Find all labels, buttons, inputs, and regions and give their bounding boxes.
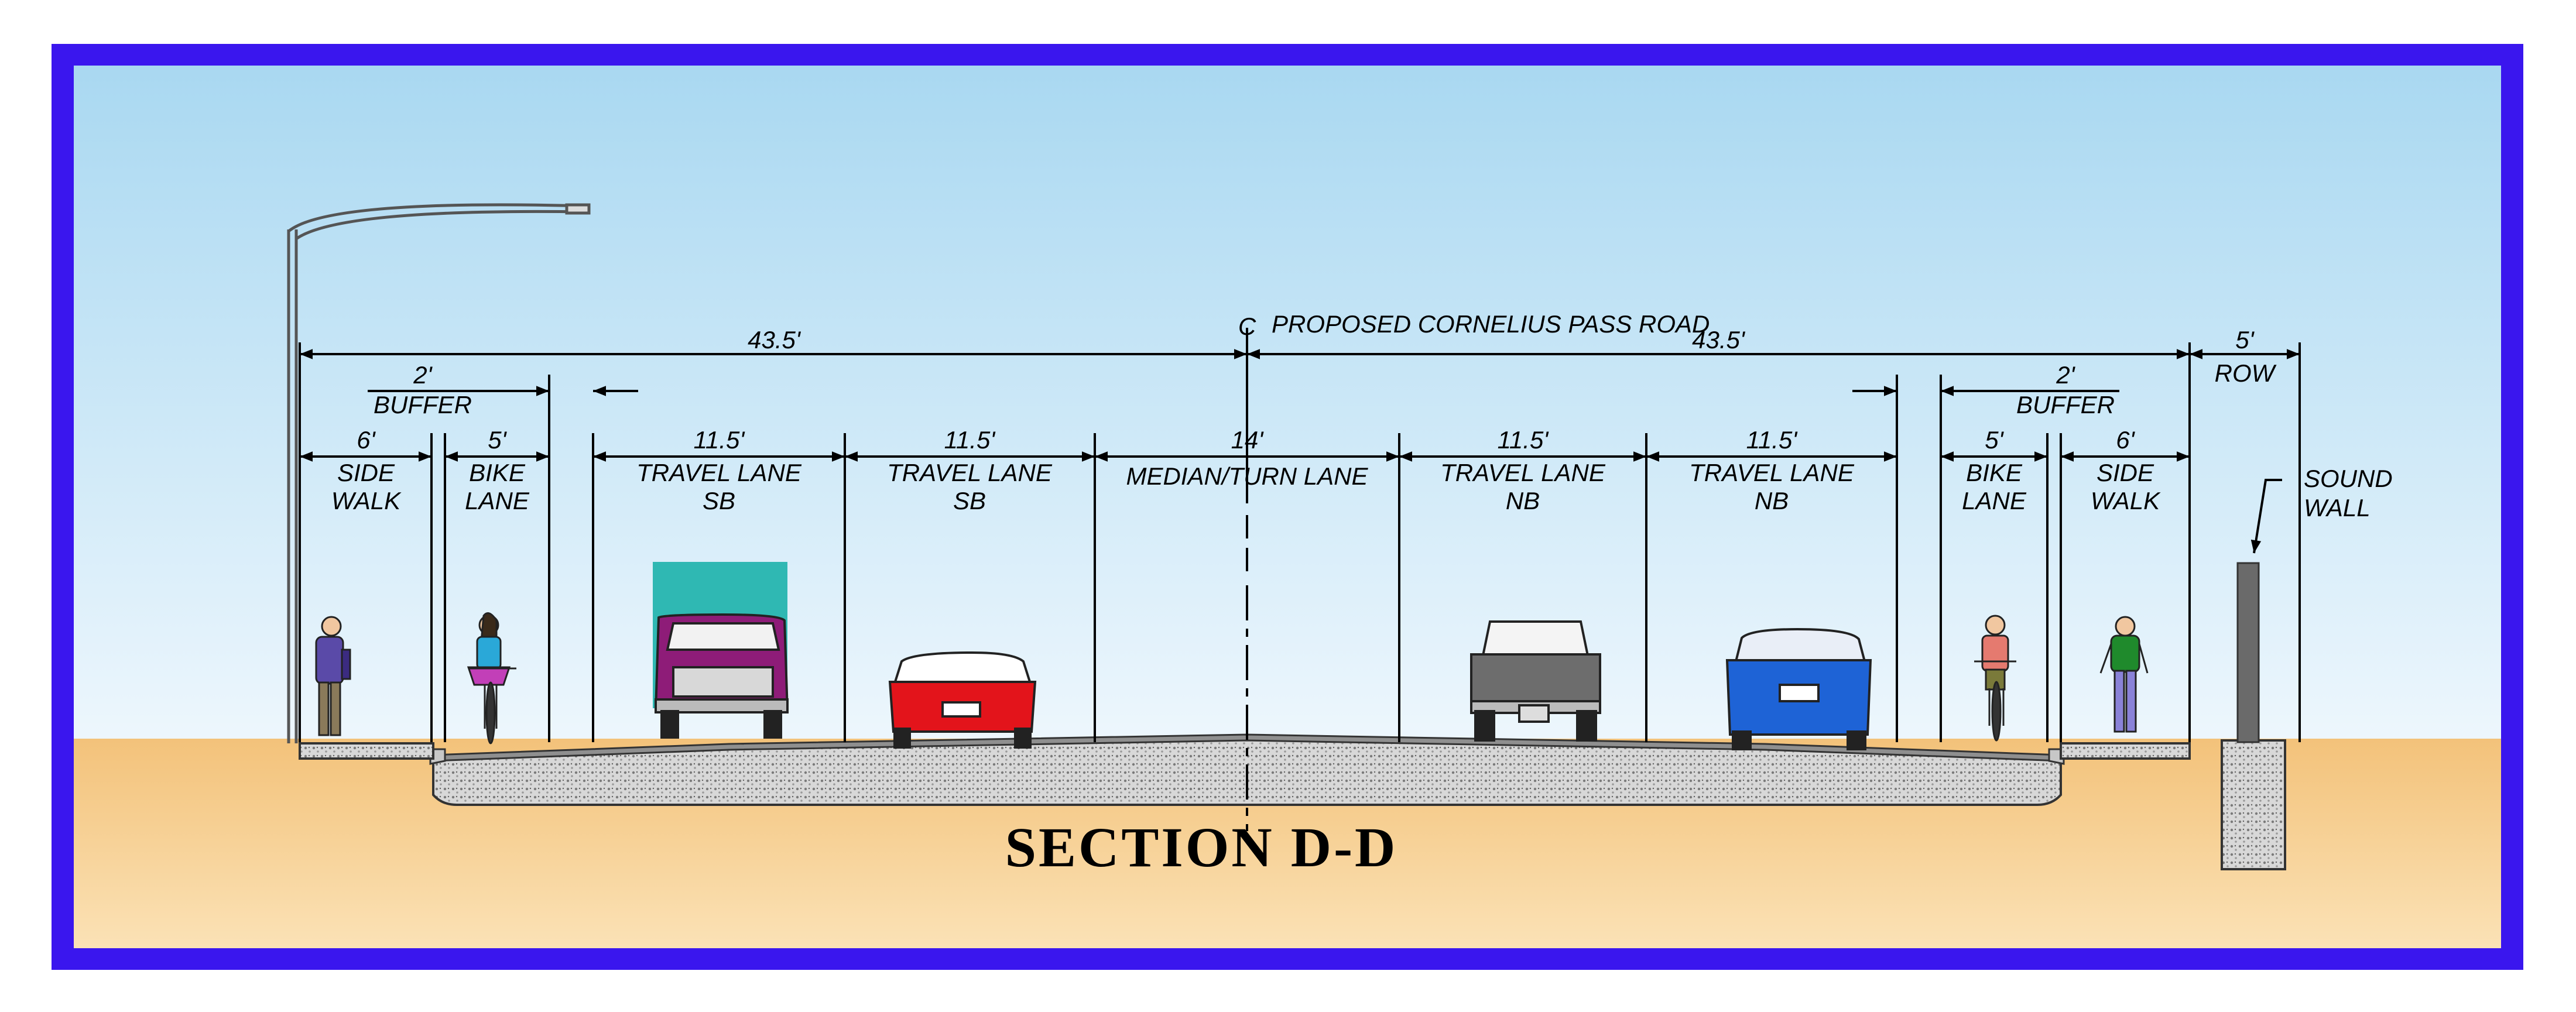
segment-travel-lane-nb-2: 11.5' TRAVEL LANE NB [1689, 426, 1855, 514]
left-buffer-dim: 2' [413, 361, 433, 389]
segment-label-1: TRAVEL LANE [636, 459, 802, 486]
extension-lines [299, 342, 2301, 742]
segment-dim: 11.5' [1498, 426, 1550, 454]
section-title: SECTION D-D [1005, 816, 1398, 879]
labels: C PROPOSED CORNELIUS PASS ROAD 43.5' 43.… [331, 310, 2393, 522]
street-light-icon [287, 203, 591, 743]
sound-wall-line2: WALL [2304, 494, 2371, 522]
segment-label-1: TRAVEL LANE [1440, 459, 1606, 486]
segment-sidewalk-left: 6' SIDE WALK [331, 426, 402, 514]
segment-label-2: SB [953, 487, 986, 514]
segment-label-1: BIKE [469, 459, 526, 486]
right-buffer-dim: 2' [2056, 361, 2075, 389]
dimension-lines [300, 349, 2300, 554]
box-truck-icon [653, 562, 789, 739]
segment-dim: 6' [357, 426, 376, 454]
left-sidewalk-slab [299, 742, 434, 760]
blue-suv-icon [1725, 627, 1872, 750]
segment-label-2: NB [1755, 487, 1789, 514]
left-buffer-label: BUFFER [374, 391, 472, 418]
right-sidewalk-slab [2060, 742, 2191, 760]
right-half-width: 43.5' [1692, 326, 1746, 354]
right-buffer-label: BUFFER [2016, 391, 2115, 418]
road-name: PROPOSED CORNELIUS PASS ROAD [1272, 310, 1710, 338]
segment-median-turn-lane: 14' MEDIAN/TURN LANE [1126, 426, 1368, 490]
segment-label-1: SIDE [2097, 459, 2154, 486]
segment-label-2: SB [703, 487, 735, 514]
pedestrian-right-icon [2099, 616, 2149, 733]
segment-sidewalk-right: 6' SIDE WALK [2091, 426, 2161, 514]
segment-label-1: TRAVEL LANE [887, 459, 1053, 486]
segment-dim: 11.5' [944, 426, 996, 454]
segment-label-1: MEDIAN/TURN LANE [1126, 462, 1368, 490]
cyclist-right-icon [1974, 615, 2016, 742]
segment-label-1: SIDE [337, 459, 395, 486]
segment-dim: 14' [1231, 426, 1265, 454]
segment-dim: 5' [1985, 426, 2004, 454]
segment-dim: 6' [2116, 426, 2135, 454]
segment-travel-lane-sb-1: 11.5' TRAVEL LANE SB [636, 426, 802, 514]
segment-dim: 11.5' [694, 426, 746, 454]
sound-wall-line1: SOUND [2304, 465, 2393, 492]
sky [74, 66, 2501, 749]
gray-pickup-truck-icon [1470, 620, 1601, 742]
row-dim: 5' [2235, 326, 2255, 354]
segment-bike-lane-left: 5' BIKE LANE [465, 426, 530, 514]
centerline-symbol: C [1238, 313, 1256, 340]
segment-label-1: TRAVEL LANE [1689, 459, 1855, 486]
pedestrian-left-icon [315, 616, 351, 736]
left-half-width: 43.5' [748, 326, 801, 354]
segment-dim: 5' [488, 426, 507, 454]
segment-travel-lane-sb-2: 11.5' TRAVEL LANE SB [887, 426, 1053, 514]
row-label: ROW [2215, 359, 2277, 387]
red-sports-car-icon [888, 651, 1037, 749]
segment-bike-lane-right: 5' BIKE LANE [1962, 426, 2027, 514]
segment-label-2: LANE [1962, 487, 2027, 514]
segment-travel-lane-nb-1: 11.5' TRAVEL LANE NB [1440, 426, 1606, 514]
segment-label-2: LANE [465, 487, 530, 514]
segment-label-1: BIKE [1966, 459, 2023, 486]
cyclist-left-icon [467, 612, 516, 745]
segment-label-2: WALK [331, 487, 402, 514]
segment-label-2: WALK [2091, 487, 2161, 514]
segment-dim: 11.5' [1746, 426, 1799, 454]
sound-wall [2221, 562, 2286, 870]
segment-label-2: NB [1506, 487, 1540, 514]
